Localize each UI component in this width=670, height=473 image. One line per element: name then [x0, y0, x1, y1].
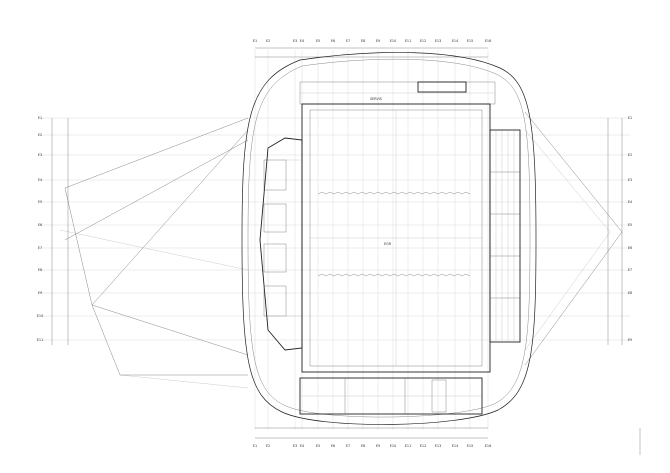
grid-label-bottom: E5 — [316, 444, 320, 448]
grid-label-bottom: E6 — [331, 444, 335, 448]
grid-label-bottom: E11 — [405, 444, 411, 448]
grid-label-left: E7 — [38, 246, 42, 250]
grid-label-right: E5 — [628, 223, 632, 227]
grid-label-bottom: E4 — [300, 444, 304, 448]
grid-label-top: E14 — [452, 39, 458, 43]
grid-label-right: E8 — [628, 291, 632, 295]
grid-label-bottom: E2 — [266, 444, 270, 448]
grid-label-bottom: E7 — [346, 444, 350, 448]
building-envelope — [241, 52, 537, 425]
top-dimension-line — [255, 47, 488, 58]
grid-label-top: E8 — [361, 39, 365, 43]
grid-label-top: E6 — [331, 39, 335, 43]
grid-label-top: E3 — [293, 39, 297, 43]
grid-label-top: E1 — [253, 39, 257, 43]
grid-label-right: E6 — [628, 246, 632, 250]
grid-label-top: E10 — [390, 39, 396, 43]
grid-label-left: E1 — [38, 116, 42, 120]
right-tribune — [489, 129, 521, 343]
grid-label-left: E2 — [38, 133, 42, 137]
grid-label-right: E1 — [628, 116, 632, 120]
top-strip-label: SERVIS — [370, 97, 382, 101]
grid-label-top: E9 — [376, 39, 380, 43]
grid-label-left: E9 — [38, 291, 42, 295]
grid-label-bottom: E16 — [485, 444, 491, 448]
grid-label-left: E3 — [38, 153, 42, 157]
left-wing-rooms — [259, 137, 303, 351]
grid-label-top: E12 — [420, 39, 426, 43]
grid-label-left: E5 — [38, 200, 42, 204]
grid-label-right: E4 — [628, 200, 632, 204]
grid-label-top: E13 — [435, 39, 441, 43]
bottom-dimension-line — [255, 427, 488, 439]
grid-label-bottom: E13 — [435, 444, 441, 448]
grid-label-top: E11 — [405, 39, 411, 43]
grid-label-left: E6 — [38, 223, 42, 227]
grid-label-bottom: E1 — [253, 444, 257, 448]
grid-label-right: E9 — [628, 338, 632, 342]
grid-label-bottom: E10 — [390, 444, 396, 448]
grid-label-bottom: E14 — [452, 444, 458, 448]
grid-label-bottom: E12 — [420, 444, 426, 448]
structural-grid — [40, 50, 630, 430]
center-label: EGR — [384, 242, 392, 246]
grid-label-bottom: E3 — [293, 444, 297, 448]
left-canopy-bracing — [59, 117, 249, 389]
grid-label-top: E4 — [300, 39, 304, 43]
grid-label-bottom: E9 — [376, 444, 380, 448]
right-canopy-bracing — [524, 111, 623, 366]
grid-label-bottom: E15 — [467, 444, 473, 448]
grid-label-top: E2 — [266, 39, 270, 43]
grid-label-top: E7 — [346, 39, 350, 43]
top-service-strip — [299, 81, 496, 105]
grid-label-right: E7 — [628, 268, 632, 272]
grid-label-right: E2 — [628, 153, 632, 157]
left-dimension-line — [51, 118, 69, 345]
grid-label-left: E8 — [38, 268, 42, 272]
grid-label-top: E15 — [467, 39, 473, 43]
grid-label-top: E5 — [316, 39, 320, 43]
grid-label-top: E16 — [485, 39, 491, 43]
bottom-service-strip — [299, 377, 483, 415]
grid-label-right: E3 — [628, 178, 632, 182]
right-dimension-line — [607, 118, 623, 345]
grid-label-left: E4 — [38, 178, 42, 182]
grid-label-left: E10 — [37, 314, 43, 318]
arena-floor — [301, 103, 491, 373]
grid-label-left: E11 — [37, 338, 43, 342]
grid-label-bottom: E8 — [361, 444, 365, 448]
